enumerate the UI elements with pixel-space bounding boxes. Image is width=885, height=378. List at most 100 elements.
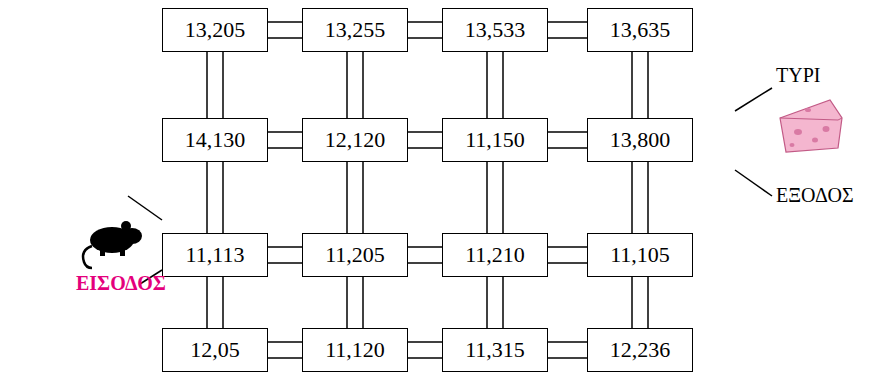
corridor-wall: [268, 246, 302, 248]
cell-number: 11,205: [325, 242, 385, 268]
corridor-wall: [631, 162, 633, 233]
corridor-wall: [408, 147, 442, 149]
exit-wall: [735, 88, 772, 111]
corridor: [632, 162, 648, 233]
corridor: [632, 52, 648, 118]
corridor-wall: [206, 52, 208, 118]
corridor: [487, 277, 503, 328]
corridor-wall: [647, 162, 649, 233]
corridor: [408, 22, 442, 38]
cell-number: 13,255: [325, 17, 386, 43]
corridor-wall: [486, 52, 488, 118]
corridor-wall: [408, 131, 442, 133]
corridor-wall: [486, 277, 488, 328]
maze-cell: 11,105: [587, 233, 693, 277]
corridor-wall: [548, 357, 587, 359]
maze-cell: 11,113: [162, 233, 268, 277]
maze-cell: 13,800: [587, 118, 693, 162]
corridor: [347, 277, 363, 328]
maze-cell: 13,205: [162, 8, 268, 52]
cell-number: 11,120: [325, 337, 385, 363]
cell-number: 12,120: [325, 127, 386, 153]
maze-cell: 11,120: [302, 328, 408, 372]
corridor-wall: [346, 52, 348, 118]
corridor-wall: [408, 37, 442, 39]
corridor: [347, 52, 363, 118]
corridor-wall: [408, 341, 442, 343]
corridor-wall: [548, 341, 587, 343]
corridor: [548, 342, 587, 358]
corridor-wall: [408, 262, 442, 264]
corridor-wall: [502, 52, 504, 118]
maze-cell: 13,635: [587, 8, 693, 52]
maze-cell: 13,533: [442, 8, 548, 52]
corridor-wall: [268, 131, 302, 133]
corridor-wall: [502, 277, 504, 328]
maze-cell: 14,130: [162, 118, 268, 162]
maze-cell: 13,255: [302, 8, 408, 52]
corridor-wall: [548, 147, 587, 149]
entrance-wall: [128, 196, 162, 220]
cell-number: 12,236: [610, 337, 671, 363]
corridor: [268, 247, 302, 263]
corridor: [408, 132, 442, 148]
entrance-label: ΕΙΣΟΔΟΣ: [76, 272, 166, 295]
corridor: [548, 132, 587, 148]
corridor-wall: [548, 246, 587, 248]
corridor-wall: [346, 277, 348, 328]
corridor-wall: [631, 52, 633, 118]
cell-number: 13,533: [465, 17, 526, 43]
corridor-wall: [222, 277, 224, 328]
cell-number: 11,150: [465, 127, 525, 153]
corridor-wall: [631, 277, 633, 328]
corridor: [268, 342, 302, 358]
cell-number: 14,130: [185, 127, 246, 153]
maze-cell: 12,05: [162, 328, 268, 372]
corridor: [408, 247, 442, 263]
cell-number: 12,05: [190, 337, 240, 363]
cheese-label: ΤΥΡΙ: [776, 64, 820, 87]
corridor: [632, 277, 648, 328]
corridor-wall: [346, 162, 348, 233]
corridor: [487, 162, 503, 233]
corridor-wall: [408, 357, 442, 359]
maze-cell: 12,236: [587, 328, 693, 372]
corridor-wall: [222, 162, 224, 233]
corridor-wall: [206, 162, 208, 233]
cell-number: 11,105: [610, 242, 670, 268]
exit-wall: [735, 170, 772, 196]
corridor-wall: [647, 277, 649, 328]
cheese-icon: [780, 100, 842, 152]
corridor-wall: [268, 37, 302, 39]
corridor-wall: [268, 147, 302, 149]
corridor-wall: [548, 37, 587, 39]
corridor-wall: [647, 52, 649, 118]
cell-number: 13,635: [610, 17, 671, 43]
cell-number: 11,210: [465, 242, 525, 268]
corridor-wall: [268, 341, 302, 343]
corridor: [207, 277, 223, 328]
exit-label: ΕΞΟΔΟΣ: [776, 184, 854, 207]
corridor: [207, 162, 223, 233]
corridor-wall: [268, 21, 302, 23]
corridor: [268, 22, 302, 38]
maze-cell: 12,120: [302, 118, 408, 162]
corridor-wall: [268, 262, 302, 264]
maze-cell: 11,210: [442, 233, 548, 277]
corridor: [207, 52, 223, 118]
corridor: [487, 52, 503, 118]
maze-cell: 11,315: [442, 328, 548, 372]
corridor-wall: [408, 21, 442, 23]
cell-number: 13,800: [610, 127, 671, 153]
cell-number: 11,113: [186, 242, 245, 268]
corridor-wall: [222, 52, 224, 118]
corridor-wall: [502, 162, 504, 233]
corridor-wall: [486, 162, 488, 233]
corridor-wall: [362, 277, 364, 328]
corridor: [408, 342, 442, 358]
corridor: [347, 162, 363, 233]
corridor: [268, 132, 302, 148]
corridor-wall: [408, 246, 442, 248]
